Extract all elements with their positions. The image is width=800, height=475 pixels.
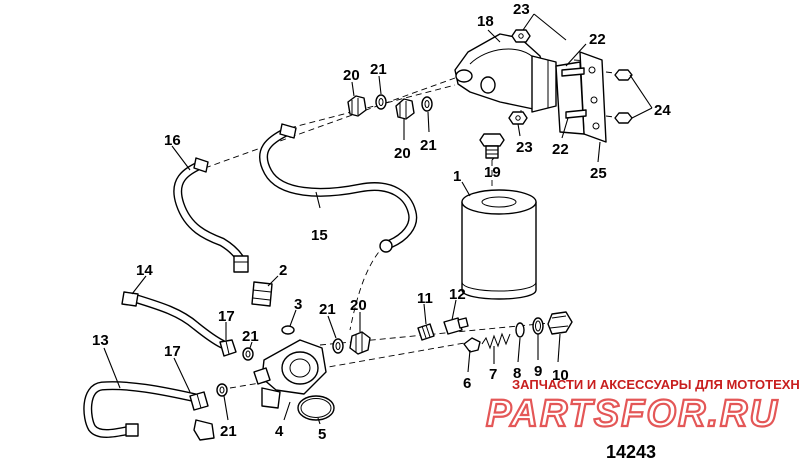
- callout-15: 15: [311, 227, 328, 244]
- filter-mount-housing: [253, 339, 327, 409]
- adapter-fitting: [251, 281, 273, 307]
- nut-bottom: [508, 111, 528, 125]
- fitting-upper-left: [347, 95, 367, 117]
- oil-hose-16: [173, 157, 249, 273]
- plug-11: [417, 323, 435, 341]
- callout-14: 14: [136, 262, 153, 279]
- callout-10: 10: [552, 367, 569, 384]
- callout-21d: 21: [319, 301, 336, 318]
- washer-21-left: [242, 347, 254, 361]
- washer-upper-right: [421, 96, 433, 112]
- filter-adapter-head: [454, 33, 557, 113]
- washer-21-mid: [332, 338, 344, 354]
- callout-8: 8: [513, 365, 521, 382]
- gasket-5: [297, 395, 335, 421]
- spring-7: [481, 332, 511, 350]
- figure-number: 14243: [606, 442, 656, 462]
- washer-8: [515, 322, 525, 338]
- leader-lines: [103, 13, 653, 425]
- callout-5: 5: [318, 426, 326, 443]
- nut-top: [511, 29, 531, 43]
- callout-24: 24: [654, 102, 671, 119]
- callout-7: 7: [489, 366, 497, 383]
- fitting-upper-right: [395, 98, 415, 120]
- callout-17b: 17: [218, 308, 235, 325]
- washer-upper-left: [375, 94, 387, 110]
- o-ring-9: [532, 317, 544, 335]
- callout-21c: 21: [242, 328, 259, 345]
- callout-19: 19: [484, 164, 501, 181]
- callout-23b: 23: [516, 139, 533, 156]
- fitting-17-upper: [219, 339, 237, 357]
- callouts: 1 2 3 4 5 6 7 8 9 10 11 12 13 14 15 16 1…: [92, 1, 671, 443]
- oil-hose-15: [259, 123, 418, 253]
- fitting-17-lower: [189, 391, 209, 411]
- callout-9: 9: [534, 363, 542, 380]
- callout-18: 18: [477, 13, 494, 30]
- washer-21-lower-left: [216, 383, 228, 397]
- oil-filter: [461, 189, 537, 300]
- callout-21b: 21: [420, 137, 437, 154]
- fitting-20-mid: [349, 331, 371, 355]
- callout-22a: 22: [589, 31, 606, 48]
- watermark-tagline: ЗАПЧАСТИ И АКСЕССУАРЫ ДЛЯ МОТОТЕХНИКИ: [512, 377, 800, 392]
- callout-21e: 21: [220, 423, 237, 440]
- o-ring-3: [281, 325, 295, 335]
- callout-11: 11: [417, 290, 433, 307]
- bracket-nuts: [614, 69, 633, 124]
- callout-2: 2: [279, 262, 287, 279]
- watermark: ЗАПЧАСТИ И АКСЕССУАРЫ ДЛЯ МОТОТЕХНИКИ PA…: [485, 377, 800, 436]
- callout-3: 3: [294, 296, 302, 313]
- sensor-12: [443, 317, 469, 335]
- mounting-bracket: [555, 51, 607, 143]
- callout-13: 13: [92, 332, 109, 349]
- threaded-nipple: [479, 133, 505, 159]
- callout-20c: 20: [350, 297, 367, 314]
- callout-23a: 23: [513, 1, 530, 18]
- callout-22b: 22: [552, 141, 569, 158]
- watermark-logo: PARTSFOR.RU: [486, 393, 779, 435]
- callout-21a: 21: [370, 61, 387, 78]
- callout-16: 16: [164, 132, 181, 149]
- callout-6: 6: [463, 375, 471, 392]
- callout-17a: 17: [164, 343, 181, 360]
- callout-4: 4: [275, 423, 284, 440]
- callout-12: 12: [449, 286, 466, 303]
- callout-20a: 20: [343, 67, 360, 84]
- plunger-6: [463, 337, 481, 353]
- oil-hose-13: [83, 381, 215, 441]
- callout-1: 1: [453, 168, 461, 185]
- oil-hose-14: [121, 291, 227, 349]
- callout-20b: 20: [394, 145, 411, 162]
- callout-25: 25: [590, 165, 607, 182]
- plug-10: [547, 311, 573, 335]
